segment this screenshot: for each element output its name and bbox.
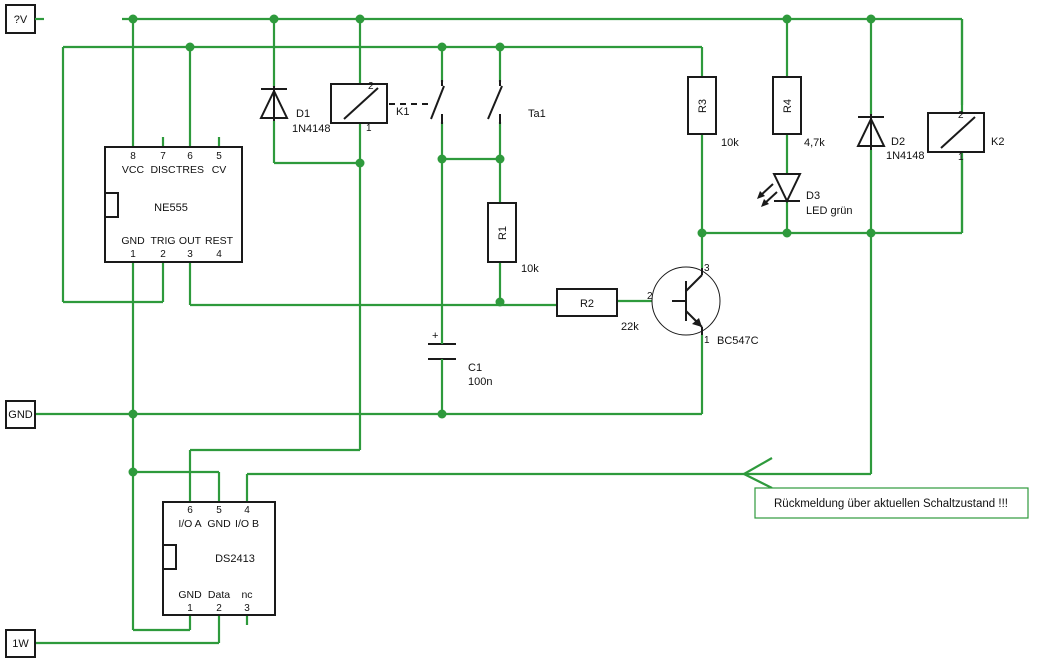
ds2413-name: DS2413	[215, 553, 255, 565]
q1-pin-collector: 3	[704, 263, 710, 274]
ta1-name: Ta1	[528, 108, 546, 120]
relay-k2: 2 1 K2	[927, 110, 1004, 163]
resistor-r4: R4 4,7k	[772, 76, 825, 149]
d2-value: 1N4148	[886, 150, 925, 162]
resistor-r3: R3 10k	[687, 76, 739, 149]
terminal-gnd-label: GND	[8, 409, 33, 421]
q1-name: BC547C	[717, 335, 759, 347]
q1-pin-emitter: 1	[704, 335, 710, 346]
ne555-pin3-num: 3	[187, 249, 193, 260]
ne555-pin2-num: 2	[160, 249, 166, 260]
ne555-pin8-label: VCC	[122, 164, 145, 176]
ne555-chip: NE555 8 VCC 7 DISC 6 TRES 5 CV GND 1 TRI…	[104, 146, 243, 263]
k2-pin-top: 2	[958, 110, 964, 121]
r3-value: 10k	[721, 137, 739, 149]
ne555-pin3-label: OUT	[179, 235, 202, 247]
terminal-gnd: GND	[5, 400, 36, 429]
diode-d2: D2 1N4148	[856, 114, 925, 162]
d2-name: D2	[891, 136, 905, 148]
wires	[35, 17, 964, 645]
ne555-pin6-num: 6	[187, 151, 193, 162]
terminal-vplus: ?V	[5, 4, 44, 34]
k1-name: K1	[396, 106, 409, 118]
d3-value: LED grün	[806, 205, 852, 217]
terminal-onewire-label: 1W	[12, 638, 29, 650]
ne555-pin2-label: TRIG	[150, 235, 175, 247]
k2-pin-bottom: 1	[958, 152, 964, 163]
k1-pin-bottom: 1	[366, 123, 372, 134]
ds2413-pin5-label: GND	[207, 518, 231, 530]
ds2413-chip: DS2413 6 I/O A 5 GND 4 I/O B GND 1 Data …	[162, 501, 276, 616]
r1-value: 10k	[521, 263, 539, 275]
led-d3: D3 LED grün	[757, 173, 852, 217]
resistor-r1: R1 10k	[487, 202, 539, 275]
resistor-r2: R2 22k	[556, 288, 639, 333]
capacitor-c1: + C1 100n	[428, 330, 492, 388]
ds2413-pin3-label: nc	[241, 589, 252, 601]
ne555-pin1-label: GND	[121, 235, 145, 247]
d1-name: D1	[296, 108, 310, 120]
c1-polarity: +	[432, 330, 438, 342]
ds2413-pin3-num: 3	[244, 603, 250, 614]
ne555-pin8-num: 8	[130, 151, 136, 162]
ds2413-pin2-num: 2	[216, 603, 222, 614]
ds2413-pin4-label: I/O B	[235, 518, 259, 530]
ne555-pin6-label: TRES	[176, 164, 204, 176]
ne555-pin5-num: 5	[216, 151, 222, 162]
transistor-q1: 2 3 1 BC547C	[647, 263, 759, 347]
d3-name: D3	[806, 190, 820, 202]
d1-value: 1N4148	[292, 123, 331, 135]
ds2413-pin6-num: 6	[187, 505, 193, 516]
r2-value: 22k	[621, 321, 639, 333]
r2-name: R2	[580, 298, 594, 310]
relay-k1: 2 1 K1	[330, 81, 432, 134]
terminal-vplus-label: ?V	[14, 14, 28, 26]
diode-d1: D1 1N4148	[259, 86, 331, 135]
feedback-arrow	[743, 457, 773, 489]
ne555-pin7-label: DISC	[150, 164, 176, 176]
q1-pin-base: 2	[647, 291, 653, 302]
ne555-pin4-num: 4	[216, 249, 222, 260]
feedback-note-text: Rückmeldung über aktuellen Schaltzustand…	[774, 498, 1008, 510]
r4-name: R4	[782, 99, 794, 113]
ds2413-pin2-label: Data	[208, 589, 230, 601]
r1-name: R1	[497, 226, 509, 240]
ne555-pin5-label: CV	[212, 164, 227, 176]
ds2413-pin1-label: GND	[178, 589, 202, 601]
feedback-note: Rückmeldung über aktuellen Schaltzustand…	[754, 487, 1029, 519]
ds2413-pin5-num: 5	[216, 505, 222, 516]
ne555-name: NE555	[154, 202, 188, 214]
ne555-pin1-num: 1	[130, 249, 136, 260]
r4-value: 4,7k	[804, 137, 825, 149]
terminal-onewire: 1W	[5, 629, 36, 658]
ne555-pin4-label: REST	[205, 235, 234, 247]
r3-name: R3	[697, 99, 709, 113]
ds2413-pin4-num: 4	[244, 505, 250, 516]
c1-name: C1	[468, 362, 482, 374]
k1-pin-top: 2	[368, 81, 374, 92]
k2-name: K2	[991, 136, 1004, 148]
junction-dots	[128, 14, 876, 477]
relay-k1-contact	[430, 80, 445, 124]
c1-value: 100n	[468, 376, 492, 388]
ds2413-pin6-label: I/O A	[178, 518, 201, 530]
pushbutton-ta1: Ta1	[487, 80, 546, 124]
ne555-pin7-num: 7	[160, 151, 166, 162]
ds2413-pin1-num: 1	[187, 603, 193, 614]
